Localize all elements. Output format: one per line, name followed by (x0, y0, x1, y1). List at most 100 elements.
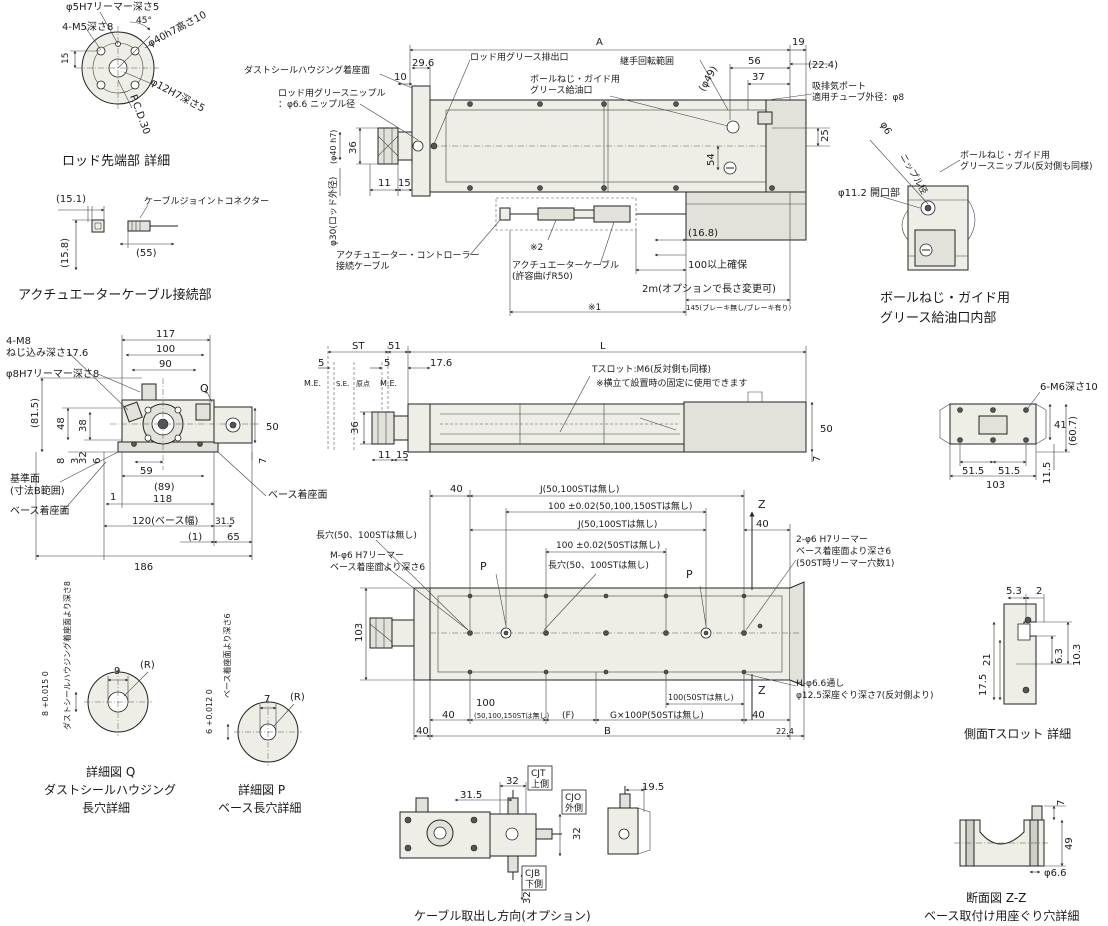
end-dim-32: 32 (78, 451, 89, 464)
bottom-dim-40e: 40 (416, 726, 429, 737)
bottom-two-reamer3: (50ST時リーマー穴数1) (796, 557, 894, 569)
detail-p-drawing (226, 698, 302, 766)
detail-q-cap1: ダストシールハウジング (44, 782, 176, 797)
tslot-dim-21: 21 (982, 653, 993, 666)
bottom-M1: M-φ6 H7リーマー (330, 551, 404, 561)
bottom-section-Z1: Z (758, 498, 766, 511)
grease-inner-caption1: ボールねじ・ガイド用 (880, 291, 1010, 306)
cjt-side: 上側 (531, 778, 549, 790)
detail-q-title: 詳細図 Q (86, 764, 135, 779)
bottom-small-note: (50,100,150STは無し) (474, 711, 550, 720)
rod-end-angle-label: 45° (136, 16, 152, 26)
top-dim-296: 29.6 (412, 58, 434, 69)
end-base-seat-label: ベース着座面 (10, 504, 70, 517)
bottom-dim-40c: 40 (442, 710, 455, 721)
top-dim-30: φ30(ロッド外径) (327, 177, 339, 246)
side-dim-15: 15 (396, 450, 409, 461)
ball-screw-inlet-label2: グリース給油口 (530, 84, 593, 96)
cjt-box (527, 765, 553, 791)
bottom-slot2: 長穴(50、100STは無し) (548, 559, 649, 571)
cable-connector-caption: アクチュエーターケーブル接続部 (18, 287, 212, 303)
top-dim-15: 15 (398, 178, 411, 189)
side-dim-50: 50 (820, 424, 833, 435)
end-dim-1b: (1) (188, 532, 202, 543)
bottom-H2: φ12.5深座ぐり深さ7(反対側より) (796, 689, 934, 701)
coupling-range-label: 継手回転範囲 (620, 55, 674, 67)
intake-port-label1: 吸排気ポート (812, 80, 866, 92)
end-ref-label2: (寸法B範囲) (10, 484, 65, 497)
right-end-607: (60.7) (1068, 416, 1079, 446)
detail-p-side: ベース着座面より深さ6 (222, 613, 232, 698)
end-dim-7: 7 (258, 458, 269, 464)
rod-end-tap-hole (130, 80, 140, 90)
tslot-dim-63: 6.3 (1054, 648, 1065, 664)
rod-end-spigot-label: φ12H7深さ5 (149, 76, 207, 115)
cable-connector-d158: (15.8) (60, 238, 71, 268)
cable-dim-145: 145(ブレーキ無し/ブレーキ有り) (686, 303, 791, 312)
section-zz-66: φ6.6 (1044, 868, 1067, 879)
cable-dim-2m: 2m(オプションで長さ変更可) (642, 282, 776, 295)
grease-inner-d6: φ6 (877, 120, 893, 137)
right-end-103: 103 (986, 480, 1005, 491)
rod-grease-outlet-label: ロッド用グリース排出口 (470, 51, 569, 63)
top-dim-56: 56 (748, 56, 761, 67)
right-end-41: 41 (1054, 420, 1067, 431)
cjo-box (561, 789, 587, 815)
detail-p-cap: ベース長穴詳細 (218, 800, 301, 815)
cable-dir-32a: 32 (506, 776, 519, 787)
bottom-dim-J1: J(50,100STは無し) (539, 483, 619, 495)
end-base-seat-label-right: ベース着座面 (268, 488, 328, 501)
end-dim-89: (89) (154, 482, 175, 493)
rod-end-dim-15: 15 (61, 53, 71, 64)
right-end-115: 11.5 (1042, 462, 1053, 484)
detail-q-drawing (74, 668, 152, 736)
side-dim-11: 11 (378, 450, 391, 461)
connect-cable-label1: アクチュエーター・コントローラー (336, 250, 480, 261)
cable-direction-drawing (399, 782, 651, 901)
top-dim-49: (φ49) (697, 64, 720, 93)
bottom-tol1: 100 ±0.02(50,100,150STは無し) (548, 500, 692, 512)
cable-dim-100: 100以上確保 (688, 258, 747, 271)
top-dim-36: 36 (348, 141, 359, 154)
end-ref-label1: 基準面 (10, 472, 40, 485)
right-end-515a: 51.5 (962, 466, 984, 477)
act-cable-label2: (許容曲げR50) (512, 270, 573, 282)
rod-end-tap-label: 4-M5深さ8 (62, 21, 113, 33)
rod-end-pcd-label: P.C.D.30 (127, 93, 152, 136)
bottom-dim-F: (F) (562, 711, 574, 721)
end-detail-Q: Q (200, 382, 209, 395)
rod-end-caption: ロッド先端部 詳細 (62, 153, 170, 169)
side-dim-36: 36 (350, 421, 361, 434)
bottom-dim-40d: 40 (752, 710, 765, 721)
bottom-detail-P1: P (480, 560, 487, 573)
bottom-M2: ベース着座面より深さ6 (330, 561, 425, 573)
cable-dir-195: 19.5 (642, 782, 664, 793)
end-tap-depth-label: ねじ込み深さ17.6 (6, 347, 88, 359)
side-view-motor (683, 401, 807, 453)
end-view-drawing (35, 335, 267, 560)
bottom-dim-100b: 100(50STは無し) (668, 692, 734, 702)
side-dim-L: L (600, 341, 606, 352)
side-view-drawing (318, 346, 814, 462)
tslot-detail-drawing (992, 594, 1072, 705)
act-cable-label1: アクチュエーターケーブル (512, 259, 619, 271)
section-zz-drawing (954, 805, 1066, 874)
grease-inner-nipple-name2: グリースニップル(反対側も同様) (960, 160, 1093, 172)
detail-q-R: (R) (140, 660, 155, 671)
tslot-dim-103: 10.3 (1072, 644, 1083, 666)
end-dim-120: 120(ベース幅) (132, 514, 198, 527)
end-dim-90: 90 (159, 359, 172, 370)
top-dim-54: 54 (706, 153, 717, 166)
right-end-tap: 6-M6深さ10 (1040, 381, 1098, 393)
tslot-dim-175: 17.5 (978, 674, 989, 696)
grease-inner-opening: φ11.2 開口部 (838, 186, 900, 199)
detail-q-side: ダストシールハウジング着座面より深さ8 (62, 581, 72, 730)
bottom-detail-P2: P (686, 568, 693, 581)
dust-seal-label: ダストシールハウジング着座面 (244, 64, 370, 76)
end-dim-3: 3 (70, 458, 81, 464)
end-dim-118: 118 (153, 494, 172, 505)
bottom-tol2: 100 ±0.02(50STは無し) (556, 539, 660, 551)
cable-dir-32c: 32 (522, 891, 533, 904)
side-dim-7: 7 (812, 456, 823, 462)
